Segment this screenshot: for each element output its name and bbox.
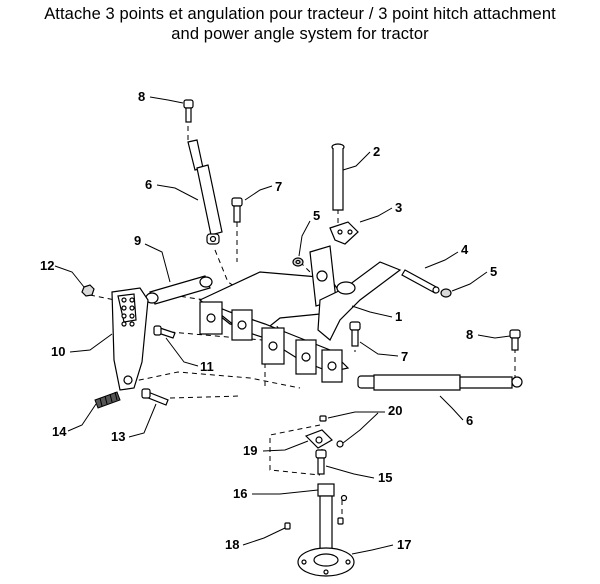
part-8-bolt-top xyxy=(183,99,194,123)
part-14-spring xyxy=(94,391,121,409)
part-3-bracket-plate xyxy=(329,221,359,245)
callout-11: 11 xyxy=(200,359,214,374)
callout-8: 8 xyxy=(466,327,473,342)
callout-6: 6 xyxy=(145,177,152,192)
callout-15: 15 xyxy=(378,470,392,485)
part-18-pin xyxy=(284,517,344,530)
part-11-bolt xyxy=(153,325,176,339)
diagram-title-line-2: and power angle system for tractor xyxy=(171,25,429,43)
part-5-washer-a xyxy=(292,257,304,267)
callout-12: 12 xyxy=(40,258,54,273)
callout-16: 16 xyxy=(233,486,247,501)
callout-4: 4 xyxy=(461,242,469,257)
callout-2: 2 xyxy=(373,144,380,159)
part-8-bolt-right xyxy=(509,329,521,351)
callout-7: 7 xyxy=(275,179,282,194)
callout-8: 8 xyxy=(138,89,145,104)
callout-9: 9 xyxy=(134,233,141,248)
part-12-nut xyxy=(81,284,95,297)
part-16-post xyxy=(317,483,348,551)
part-7-bolt-lower xyxy=(349,321,361,347)
part-13-bolt xyxy=(141,388,169,406)
callout-17: 17 xyxy=(397,537,411,552)
leader-lines xyxy=(54,96,511,555)
callout-6: 6 xyxy=(466,413,473,428)
diagram-title-line-1: Attache 3 points et angulation pour trac… xyxy=(44,5,556,23)
part-6-cylinder-lower xyxy=(357,374,523,391)
part-1-main-frame xyxy=(198,245,402,383)
part-6-cylinder-upper xyxy=(187,139,223,245)
part-9-link-bar xyxy=(145,275,213,305)
callout-5: 5 xyxy=(490,264,497,279)
callout-3: 3 xyxy=(395,200,402,215)
callout-14: 14 xyxy=(52,424,67,439)
callout-19: 19 xyxy=(243,443,257,458)
callout-7: 7 xyxy=(401,349,408,364)
callout-20: 20 xyxy=(388,403,402,418)
callout-18: 18 xyxy=(225,537,239,552)
part-19-plate xyxy=(304,429,333,449)
part-2-long-pin xyxy=(331,143,345,211)
callout-13: 13 xyxy=(111,429,125,444)
part-4-pin xyxy=(401,269,440,294)
part-15-shaft xyxy=(315,449,327,475)
part-7-bolt-upper xyxy=(231,197,243,223)
part-10-side-arm xyxy=(111,287,149,391)
callout-1: 1 xyxy=(395,309,402,324)
part-17-base-plate xyxy=(297,547,355,577)
part-20-small-bolts xyxy=(319,415,344,448)
callout-10: 10 xyxy=(51,344,65,359)
part-5-washer-b xyxy=(440,288,452,298)
callout-labels: 8 2 6 7 3 5 9 4 12 5 1 8 10 11 7 14 13 2… xyxy=(40,89,497,552)
callout-5: 5 xyxy=(313,208,320,223)
